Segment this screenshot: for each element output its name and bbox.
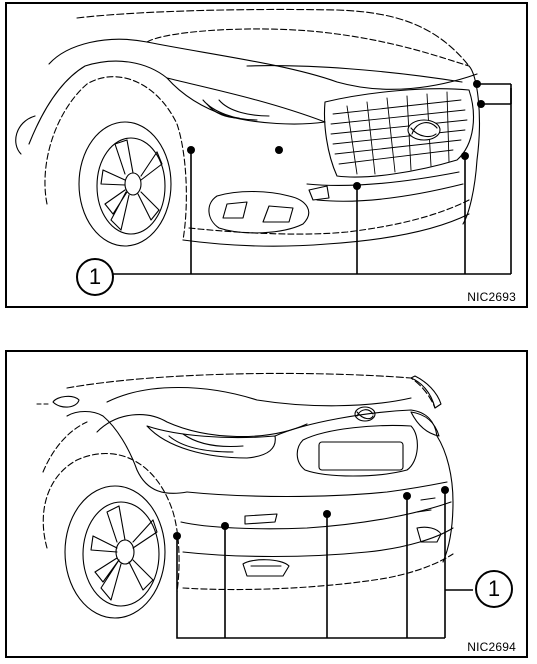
callout-1-rear: 1 (475, 570, 513, 608)
front-sensor-dot (461, 152, 469, 160)
front-sensor-dot (275, 146, 283, 154)
rear-view-figure: 1 NIC2694 (5, 350, 528, 658)
front-view-figure: 1 NIC2693 (5, 2, 528, 308)
rear-bumper-drawing (36, 372, 473, 639)
front-sensor-dot (473, 80, 481, 88)
figure-code-front: NIC2693 (467, 290, 516, 304)
rear-sensor-dot (441, 486, 449, 494)
rear-sensor-dot (221, 522, 229, 530)
front-sensor-dot (353, 182, 361, 190)
front-bumper-drawing (15, 8, 512, 275)
front-sensor-dot (477, 100, 485, 108)
figure-code-rear: NIC2694 (467, 640, 516, 654)
rear-sensor-dot (403, 492, 411, 500)
rear-sensor-dot (323, 510, 331, 518)
rear-sensor-dot (173, 532, 181, 540)
callout-1-front: 1 (76, 258, 114, 296)
front-sensor-dot (187, 146, 195, 154)
